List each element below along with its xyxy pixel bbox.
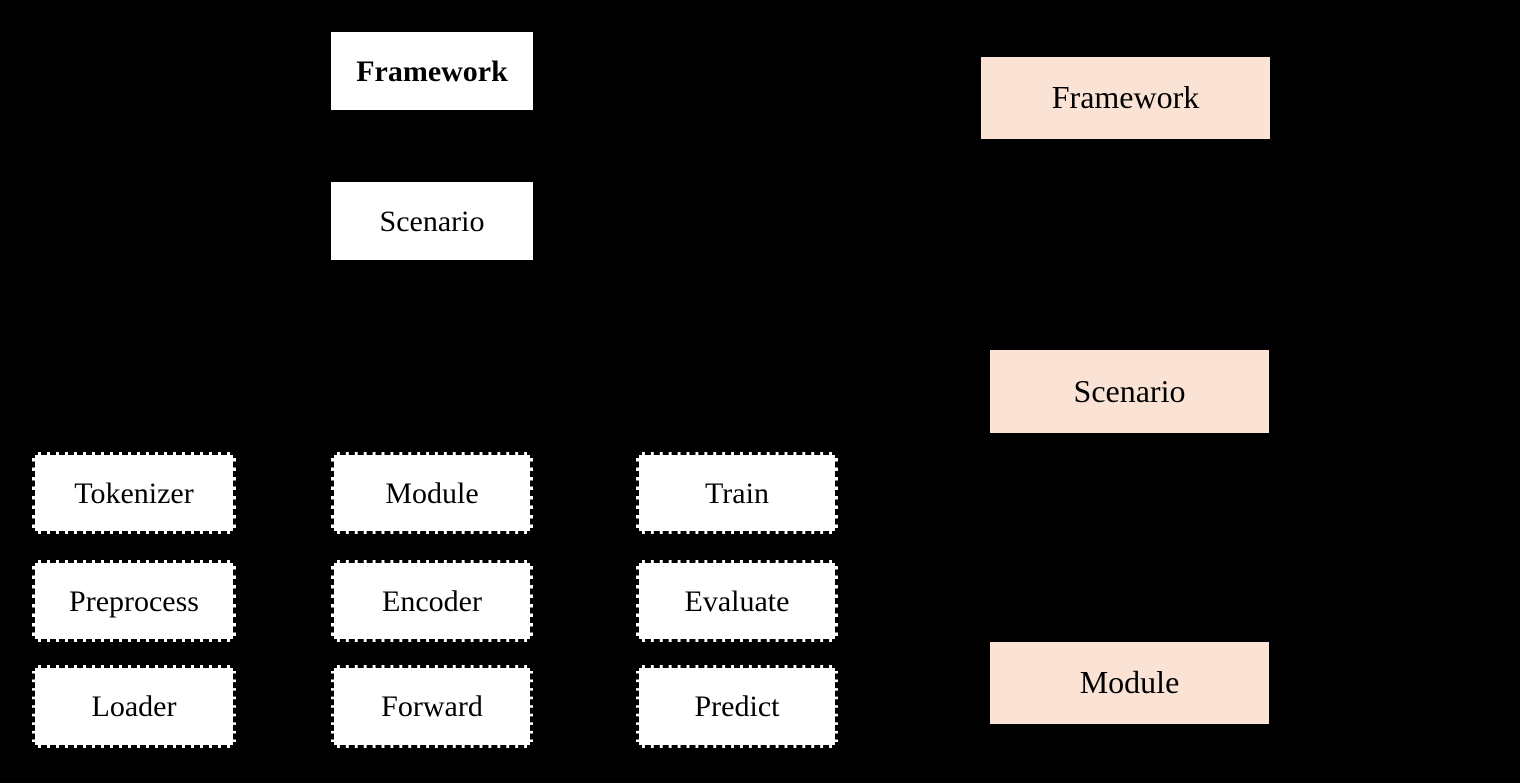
node-label: Scenario — [1073, 372, 1186, 409]
node-tokenizer[interactable]: Tokenizer — [32, 452, 236, 534]
node-label: Module — [385, 476, 479, 510]
node-label: Predict — [694, 690, 780, 723]
node-label: Encoder — [382, 584, 482, 618]
node-label: Evaluate — [684, 584, 790, 618]
node-encoder[interactable]: Encoder — [331, 560, 533, 642]
node-framework-right[interactable]: Framework — [981, 57, 1270, 139]
node-label: Scenario — [379, 204, 485, 238]
node-train[interactable]: Train — [636, 452, 838, 534]
node-label: Framework — [356, 54, 508, 88]
node-label: Module — [1079, 664, 1180, 701]
node-evaluate[interactable]: Evaluate — [636, 560, 838, 642]
node-forward[interactable]: Forward — [331, 665, 533, 748]
node-loader[interactable]: Loader — [32, 665, 236, 748]
node-module-right[interactable]: Module — [990, 642, 1269, 724]
node-label: Train — [705, 476, 769, 510]
node-scenario-left[interactable]: Scenario — [331, 182, 533, 260]
node-preprocess[interactable]: Preprocess — [32, 560, 236, 642]
node-label: Tokenizer — [74, 476, 194, 510]
node-framework-left[interactable]: Framework — [331, 32, 533, 110]
node-label: Forward — [381, 690, 483, 723]
node-module[interactable]: Module — [331, 452, 533, 534]
node-scenario-right[interactable]: Scenario — [990, 350, 1269, 433]
node-label: Loader — [91, 690, 177, 723]
node-predict[interactable]: Predict — [636, 665, 838, 748]
node-label: Framework — [1051, 79, 1200, 116]
node-label: Preprocess — [69, 584, 199, 618]
